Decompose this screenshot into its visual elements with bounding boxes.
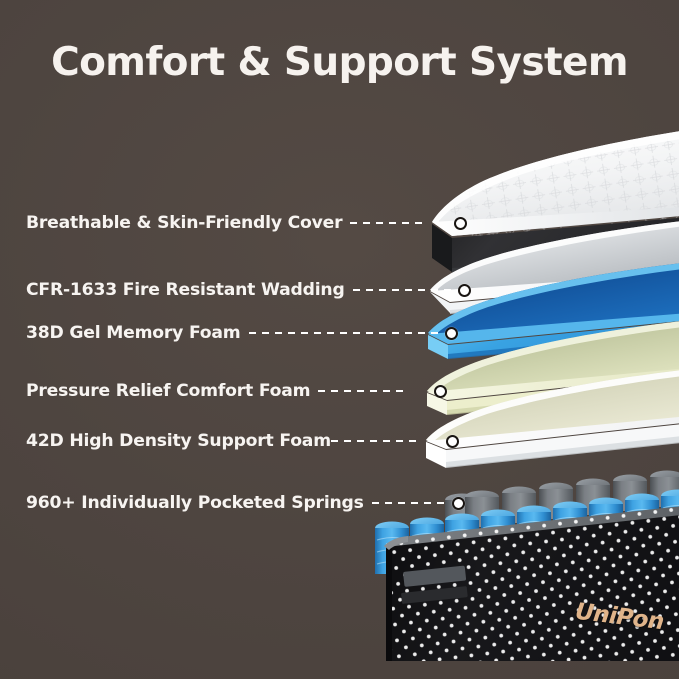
page-title: Comfort & Support System <box>51 40 628 85</box>
layer-gel-memory-foam <box>428 263 679 359</box>
circle-marker-comfort-foam <box>434 384 448 398</box>
brand-logo: UniPon <box>573 598 666 636</box>
mattress-base <box>384 503 679 661</box>
layer-breathable-cover <box>432 128 679 273</box>
leader-line-support-foam <box>330 440 421 442</box>
callout-breathable-cover[interactable]: Breathable & Skin-Friendly Cover <box>26 210 468 236</box>
layer-comfort-foam <box>427 321 679 415</box>
circle-marker-pocketed-springs <box>451 496 465 510</box>
callout-comfort-foam[interactable]: Pressure Relief Comfort Foam <box>26 378 448 404</box>
callout-fire-resistant-wadding[interactable]: CFR-1633 Fire Resistant Wadding <box>26 277 471 303</box>
callout-label-support-foam: 42D High Density Support Foam <box>26 431 331 451</box>
leader-line-pocketed-springs <box>371 502 450 504</box>
callout-label-gel-memory-foam: 38D Gel Memory Foam <box>26 323 241 343</box>
callout-pocketed-springs[interactable]: 960+ Individually Pocketed Springs <box>26 490 465 516</box>
leader-line-fire-resistant-wadding <box>352 289 456 291</box>
circle-marker-breathable-cover <box>454 216 468 230</box>
leader-line-breathable-cover <box>350 222 427 224</box>
circle-marker-gel-memory-foam <box>444 326 458 340</box>
callout-label-fire-resistant-wadding: CFR-1633 Fire Resistant Wadding <box>26 280 345 300</box>
leader-line-gel-memory-foam <box>248 332 443 334</box>
callout-label-pocketed-springs: 960+ Individually Pocketed Springs <box>26 493 364 513</box>
callout-label-breathable-cover: Breathable & Skin-Friendly Cover <box>26 213 343 233</box>
callout-label-comfort-foam: Pressure Relief Comfort Foam <box>26 381 311 401</box>
circle-marker-fire-resistant-wadding <box>457 283 471 297</box>
callout-gel-memory-foam[interactable]: 38D Gel Memory Foam <box>26 320 458 346</box>
circle-marker-support-foam <box>445 434 459 448</box>
layer-support-foam <box>426 370 679 468</box>
layer-pocketed-springs <box>375 470 679 574</box>
leader-line-comfort-foam <box>318 390 409 392</box>
callout-support-foam[interactable]: 42D High Density Support Foam <box>26 428 459 454</box>
